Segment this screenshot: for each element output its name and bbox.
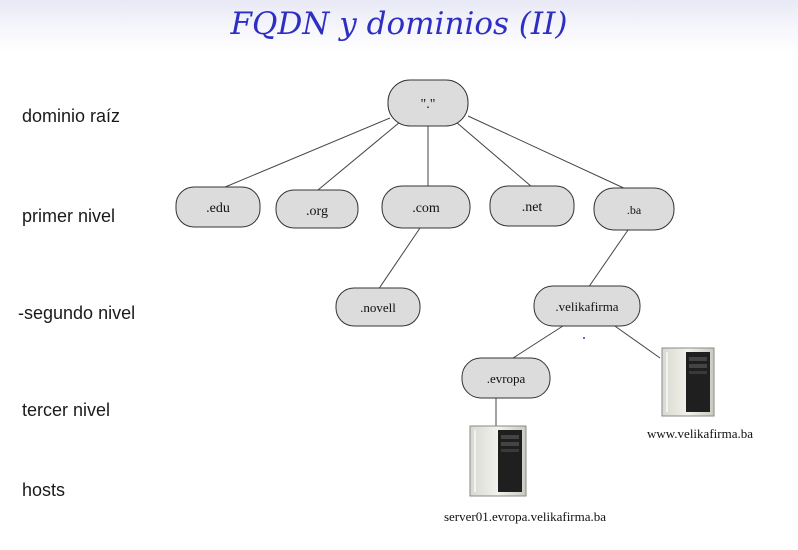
edge-root-org — [317, 121, 401, 191]
page-title: FQDN y dominios (II) — [230, 6, 568, 42]
node-com-label: .com — [412, 201, 440, 216]
node-novell-label: .novell — [360, 300, 396, 315]
edge-velikafirma-evropa — [509, 323, 567, 361]
level-label-root: dominio raíz — [22, 106, 121, 126]
edge-root-net — [455, 121, 533, 188]
node-root-label: "." — [421, 97, 436, 112]
node-evropa-label: .evropa — [487, 371, 526, 386]
host-server01-label: server01.evropa.velikafirma.ba — [444, 509, 606, 524]
dot-marker — [583, 337, 585, 339]
node-net-label: .net — [522, 200, 543, 215]
node-velikafirma-label: .velikafirma — [555, 299, 618, 314]
level-label-second-text: segundo nivel — [24, 303, 136, 323]
node-net: .net — [489, 185, 575, 227]
node-com: .com — [381, 185, 471, 229]
edge-com-novell — [377, 227, 421, 291]
node-root: "." — [387, 79, 469, 127]
edge-ba-velikafirma — [587, 229, 629, 289]
node-evropa: .evropa — [461, 357, 551, 399]
node-velikafirma: .velikafirma — [533, 285, 641, 327]
edge-root-edu — [217, 117, 391, 191]
node-org: .org — [275, 189, 359, 229]
node-edu-label: .edu — [206, 201, 230, 216]
host-www-label: www.velikafirma.ba — [647, 426, 753, 441]
title-bar — [0, 0, 798, 52]
edge-velikafirma-www — [611, 323, 661, 359]
level-label-third: tercer nivel — [22, 400, 111, 420]
level-label-hosts: hosts — [22, 480, 66, 500]
tree-edges — [217, 115, 661, 428]
node-ba: .ba — [593, 187, 675, 231]
node-ba-label: .ba — [627, 203, 642, 217]
level-label-first: primer nivel — [22, 206, 116, 226]
node-edu: .edu — [175, 186, 261, 228]
node-org-label: .org — [306, 204, 328, 219]
level-label-second: -segundo nivel — [18, 303, 136, 323]
edge-root-ba — [467, 115, 629, 191]
server-tower-icon — [661, 347, 715, 417]
server-tower-icon — [469, 425, 527, 497]
node-novell: .novell — [335, 287, 421, 327]
